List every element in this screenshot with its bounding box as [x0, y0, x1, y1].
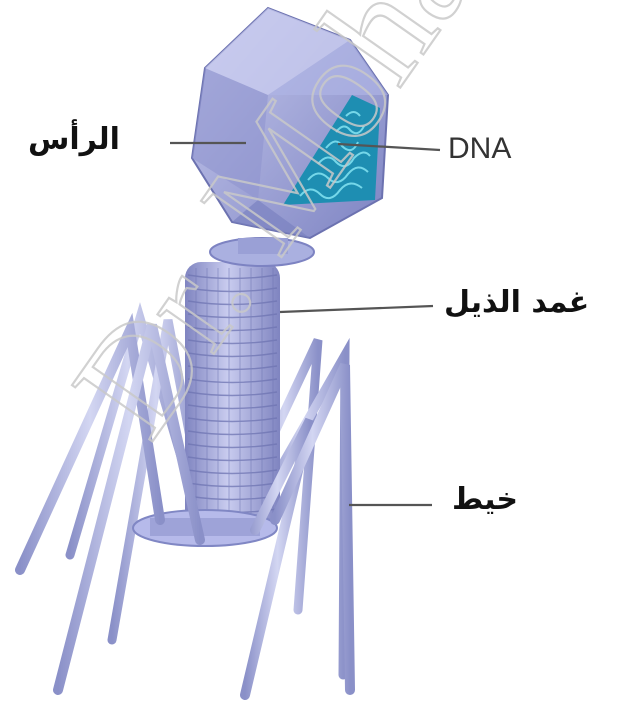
label-dna: DNA — [448, 132, 511, 166]
label-fiber: خيط — [452, 482, 518, 517]
collar — [210, 238, 314, 266]
label-head: الرأس — [28, 122, 120, 157]
leader-line-tail-core — [280, 306, 433, 312]
capsid-head — [192, 8, 388, 238]
label-tail-core: غمد الذيل — [444, 285, 589, 320]
tail-sheath — [185, 262, 280, 527]
